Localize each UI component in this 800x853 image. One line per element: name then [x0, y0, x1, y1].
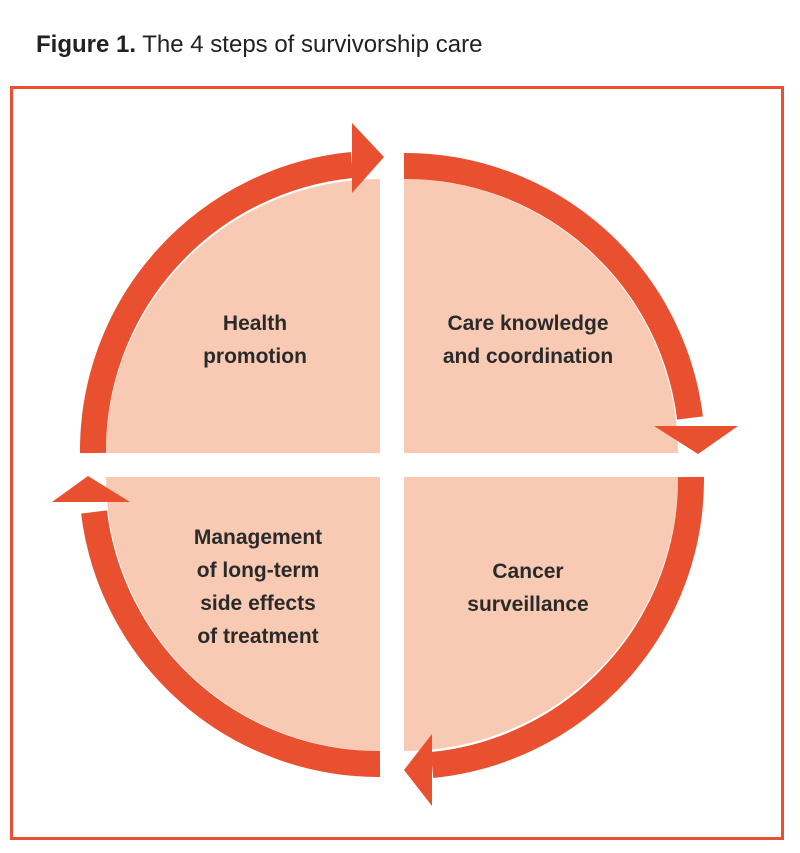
- arrowhead-up: [52, 476, 130, 502]
- arc-top-left: [79, 152, 354, 454]
- quadrant-label-care-coordination: Care knowledge and coordination: [443, 307, 613, 373]
- label-line: Care knowledge: [447, 312, 609, 335]
- arc-bottom-left: [81, 510, 381, 778]
- label-line: promotion: [203, 345, 307, 368]
- arc-bottom-right: [430, 476, 705, 778]
- figure-number: Figure 1.: [36, 31, 137, 58]
- label-line: and coordination: [442, 345, 614, 368]
- arrowhead-left: [404, 734, 432, 806]
- label-line: Health: [222, 312, 288, 335]
- quadrant-label-side-effects-management: Management of long-term side effects of …: [194, 521, 322, 653]
- arrowhead-down: [654, 426, 738, 454]
- figure-caption: The 4 steps of survivorship care: [142, 31, 483, 58]
- arc-top-right: [403, 152, 703, 420]
- figure-frame: [10, 86, 784, 840]
- label-line: Cancer: [492, 560, 564, 583]
- arrowhead-right: [352, 123, 384, 193]
- label-line: of treatment: [197, 625, 319, 648]
- quadrant-bottom-right: [404, 477, 678, 751]
- label-line: Management: [193, 526, 323, 549]
- quadrant-top-left: [106, 179, 380, 453]
- label-line: side effects: [200, 592, 316, 615]
- quadrant-top-right: [404, 179, 678, 453]
- quadrant-bottom-left: [106, 477, 380, 751]
- quadrant-label-cancer-surveillance: Cancer surveillance: [467, 555, 588, 621]
- label-line: of long-term: [196, 559, 320, 582]
- quadrant-label-health-promotion: Health promotion: [203, 307, 307, 373]
- label-line: surveillance: [467, 593, 589, 616]
- figure-title: Figure 1. The 4 steps of survivorship ca…: [36, 30, 482, 60]
